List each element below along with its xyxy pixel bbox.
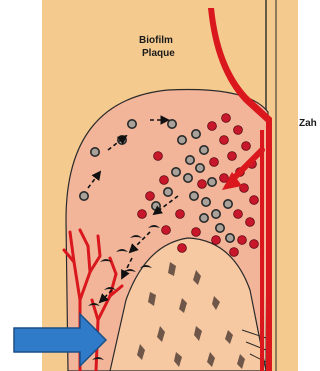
label-biofilm: Biofilm [139, 35, 173, 46]
label-plaque: Plaque [142, 48, 175, 59]
label-zahn: Zah [299, 118, 317, 129]
left-shadow [0, 0, 42, 371]
